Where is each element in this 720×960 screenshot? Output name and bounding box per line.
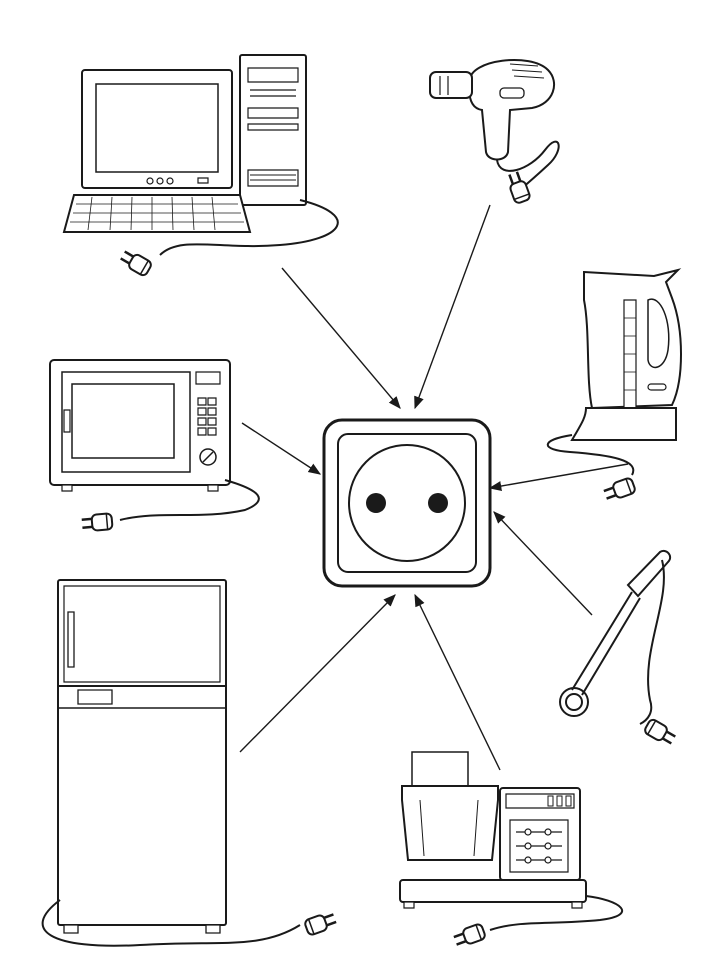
immersion-heater-icon (560, 551, 679, 749)
power-outlet-icon (324, 420, 490, 586)
arrow-microwave (242, 423, 322, 475)
arrow-computer (282, 268, 401, 409)
arrow-kettle (488, 464, 628, 492)
arrow-heater (493, 511, 592, 615)
arrow-hair-dryer (414, 205, 490, 410)
food-processor-icon (400, 752, 622, 950)
microwave-oven-icon (50, 360, 259, 533)
electric-kettle-icon (548, 270, 681, 504)
arrows (240, 205, 628, 770)
hair-dryer-icon (430, 60, 559, 206)
arrow-refrigerator (240, 594, 396, 752)
desktop-computer-icon (64, 55, 338, 279)
arrow-food-processor (415, 593, 500, 770)
refrigerator-icon (43, 580, 339, 946)
